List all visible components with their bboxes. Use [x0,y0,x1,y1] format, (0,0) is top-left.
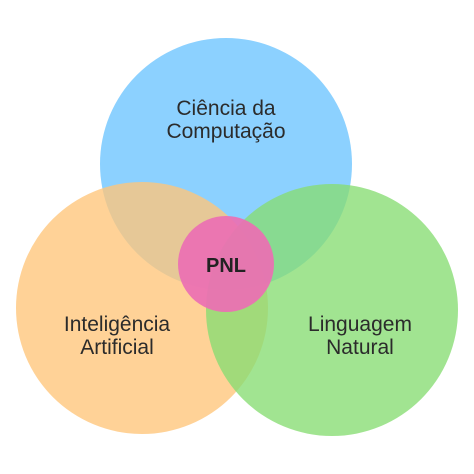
circle-pnl [178,216,274,312]
top-set-label-line1: Ciência da [176,97,276,120]
right-set-label-line1: Linguagem [308,313,412,336]
left-set-label-line1: Inteligência [64,313,171,336]
right-set-label-line2: Natural [326,336,394,359]
left-set-label-line2: Artificial [80,336,154,359]
top-set-label-line2: Computação [166,120,285,143]
center-label: PNL [206,255,246,277]
